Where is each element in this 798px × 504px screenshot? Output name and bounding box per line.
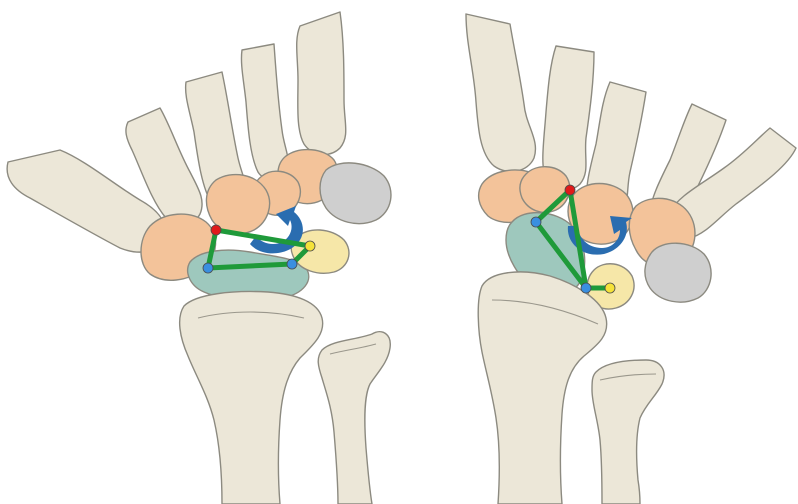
- right-radius: [478, 272, 606, 504]
- right-red-marker-circle-dot-icon: [565, 185, 575, 195]
- left-pisiform: [320, 163, 391, 224]
- left-ulna: [318, 332, 390, 504]
- left-red-marker-circle-dot-icon: [211, 225, 221, 235]
- left-blue-marker-b-circle-dot-icon: [287, 259, 297, 269]
- right-wrist: [466, 14, 796, 504]
- left-metacarpal-1: [297, 12, 346, 154]
- left-radius: [180, 292, 323, 504]
- left-wrist: [7, 12, 391, 504]
- right-pisiform: [645, 243, 711, 302]
- left-yellow-marker-circle-dot-icon: [305, 241, 315, 251]
- right-ulna: [592, 360, 664, 504]
- right-blue-marker-b-circle-dot-icon: [581, 283, 591, 293]
- left-metacarpal-2: [241, 44, 288, 180]
- right-yellow-marker-circle-dot-icon: [605, 283, 615, 293]
- right-trapezoid: [520, 167, 570, 213]
- left-blue-marker-a-circle-dot-icon: [203, 263, 213, 273]
- right-blue-marker-a-circle-dot-icon: [531, 217, 541, 227]
- right-metacarpal-1: [466, 14, 535, 172]
